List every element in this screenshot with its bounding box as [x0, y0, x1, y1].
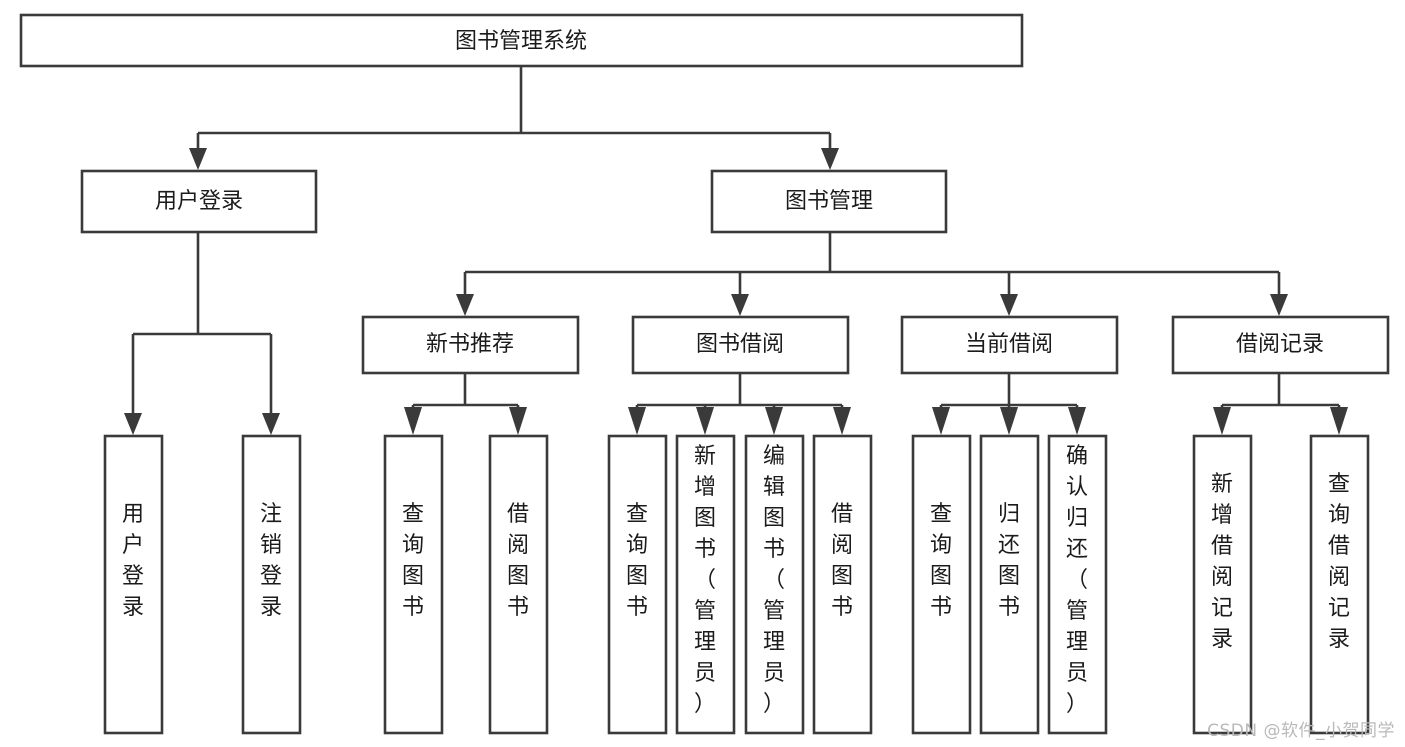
node-new-book-recommend-label: 新书推荐	[426, 332, 514, 357]
node-current-borrow[interactable]: 当前借阅	[900, 315, 1119, 375]
arrow-to-new-book-recommend	[456, 294, 474, 316]
leaf-confirm-return-label: 确认归还（管理员）	[1066, 444, 1088, 717]
arrow-to-leaf-return-book	[1000, 407, 1018, 435]
leaf-edit-book-label: 编辑图书（管理员）	[763, 444, 785, 717]
node-book-borrow-label: 图书借阅	[696, 332, 784, 357]
leaf-node-add-record[interactable]: 新增借阅记录	[1192, 434, 1253, 735]
leaf-add-record-label: 新增借阅记录	[1211, 472, 1233, 652]
arrow-to-leaf-query-record	[1330, 407, 1348, 435]
arrow-to-leaf-borrow-book-2	[833, 407, 851, 435]
leaf-query-book-3-box[interactable]	[911, 434, 972, 735]
node-current-borrow-label: 当前借阅	[965, 332, 1053, 357]
arrow-to-leaf-query-book-1	[404, 407, 422, 435]
connector-book-manage-to-level3	[456, 232, 1288, 316]
arrow-to-current-borrow	[1000, 294, 1018, 316]
node-borrow-record-box[interactable]	[1171, 315, 1390, 375]
node-root-box[interactable]	[19, 13, 1024, 68]
leaf-query-book-1-box[interactable]	[383, 434, 444, 735]
node-current-borrow-box[interactable]	[900, 315, 1119, 375]
arrow-to-user-login	[189, 148, 207, 170]
leaf-user-login-box[interactable]	[103, 434, 164, 735]
leaf-add-record-box[interactable]	[1192, 434, 1253, 735]
connector-new-book-recommend-to-leaves	[404, 374, 527, 435]
leaf-node-add-book[interactable]: 新增图书（管理员）	[675, 434, 736, 735]
leaf-node-query-book-2[interactable]: 查询图书	[607, 434, 668, 735]
arrow-to-leaf-query-book-2	[628, 407, 646, 435]
arrow-to-borrow-record	[1270, 294, 1288, 316]
leaf-node-query-book-1[interactable]: 查询图书	[383, 434, 444, 735]
leaf-node-query-record[interactable]: 查询借阅记录	[1309, 434, 1370, 735]
arrow-to-book-borrow	[731, 294, 749, 316]
arrow-to-leaf-user-logout	[262, 413, 280, 435]
leaf-add-book-box[interactable]	[675, 434, 736, 735]
leaf-return-book-box[interactable]	[979, 434, 1040, 735]
connector-user-login-to-leaves	[124, 232, 280, 435]
leaf-add-book-label: 新增图书（管理员）	[694, 444, 716, 717]
node-book-manage-box[interactable]	[710, 169, 948, 234]
csdn-watermark: CSDN @软件_小贺同学	[1207, 721, 1395, 741]
leaf-node-query-book-3[interactable]: 查询图书	[911, 434, 972, 735]
node-book-manage[interactable]: 图书管理	[710, 169, 948, 234]
node-book-borrow[interactable]: 图书借阅	[631, 315, 850, 375]
leaf-user-login-label: 用户登录	[122, 502, 144, 620]
leaf-node-confirm-return[interactable]: 确认归还（管理员）	[1047, 434, 1108, 735]
leaf-return-book-label: 归还图书	[998, 502, 1020, 620]
leaf-borrow-book-2-box[interactable]	[812, 434, 873, 735]
leaf-node-user-login[interactable]: 用户登录	[103, 434, 164, 735]
node-new-book-recommend[interactable]: 新书推荐	[361, 315, 580, 375]
leaf-query-book-1-label: 查询图书	[402, 502, 424, 620]
connector-book-borrow-to-leaves	[628, 374, 851, 435]
node-root-label: 图书管理系统	[455, 29, 587, 54]
leaf-node-borrow-book-2[interactable]: 借阅图书	[812, 434, 873, 735]
arrow-to-leaf-confirm-return	[1068, 407, 1086, 435]
leaf-borrow-book-1-label: 借阅图书	[507, 502, 529, 620]
connector-current-borrow-to-leaves	[932, 374, 1086, 435]
leaf-borrow-book-1-box[interactable]	[488, 434, 549, 735]
node-book-borrow-box[interactable]	[631, 315, 850, 375]
node-user-login-label: 用户登录	[155, 189, 243, 214]
leaf-query-book-2-box[interactable]	[607, 434, 668, 735]
leaf-borrow-book-2-label: 借阅图书	[831, 502, 853, 620]
leaf-query-record-label: 查询借阅记录	[1328, 472, 1350, 652]
arrow-to-leaf-edit-book	[765, 407, 783, 435]
arrow-to-leaf-add-book	[696, 407, 714, 435]
arrow-to-leaf-add-record	[1213, 407, 1231, 435]
node-book-manage-label: 图书管理	[785, 189, 873, 214]
leaf-query-record-box[interactable]	[1309, 434, 1370, 735]
leaf-user-logout-label: 注销登录	[260, 502, 282, 620]
arrow-to-book-manage	[821, 148, 839, 170]
node-user-login[interactable]: 用户登录	[80, 169, 318, 234]
leaf-node-borrow-book-1[interactable]: 借阅图书	[488, 434, 549, 735]
leaf-node-user-logout[interactable]: 注销登录	[241, 434, 302, 735]
arrow-to-leaf-query-book-3	[932, 407, 950, 435]
leaf-user-logout-box[interactable]	[241, 434, 302, 735]
leaf-node-return-book[interactable]: 归还图书	[979, 434, 1040, 735]
leaf-query-book-3-label: 查询图书	[930, 502, 952, 620]
arrow-to-leaf-user-login	[124, 413, 142, 435]
arrow-to-leaf-borrow-book-1	[509, 407, 527, 435]
connector-borrow-record-to-leaves	[1213, 374, 1348, 435]
leaf-query-book-2-label: 查询图书	[626, 502, 648, 620]
connector-root-to-level2	[189, 66, 839, 170]
node-root[interactable]: 图书管理系统	[19, 13, 1024, 68]
leaf-node-edit-book[interactable]: 编辑图书（管理员）	[744, 434, 805, 735]
leaf-confirm-return-box[interactable]	[1047, 434, 1108, 735]
node-new-book-recommend-box[interactable]	[361, 315, 580, 375]
node-borrow-record-label: 借阅记录	[1236, 332, 1324, 357]
node-user-login-box[interactable]	[80, 169, 318, 234]
node-borrow-record[interactable]: 借阅记录	[1171, 315, 1390, 375]
leaf-edit-book-box[interactable]	[744, 434, 805, 735]
